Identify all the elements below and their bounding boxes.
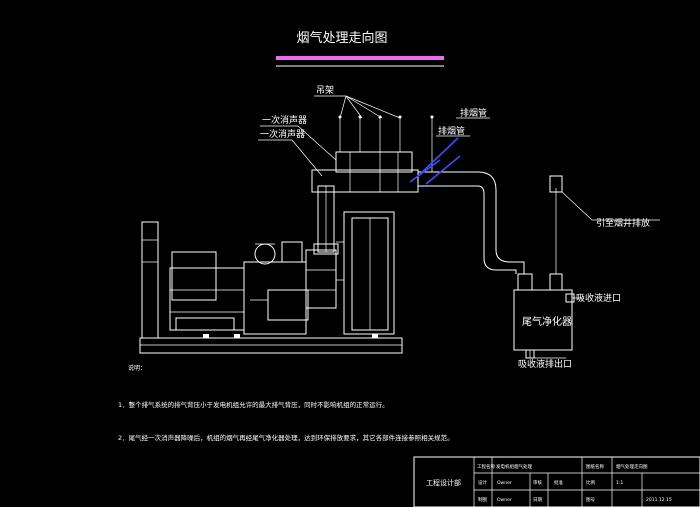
label-to-shaft: 引至烟井排放: [596, 217, 650, 229]
pipe-highlight: [409, 137, 461, 185]
label-muffler-2: 一次消声器: [260, 128, 305, 140]
drawing-title: 烟气处理走向图: [296, 30, 387, 46]
tb-r2-c1: 设计: [478, 479, 487, 486]
title-underline-bar: [276, 56, 444, 60]
tb-r3-c1: 制图: [478, 496, 487, 503]
exhaust-pipe: [418, 171, 525, 274]
tb-r1-c4: 烟气处理走向图: [616, 463, 648, 470]
skid-base: [139, 337, 403, 354]
muffler-upper: [335, 151, 413, 173]
title-block: [413, 456, 700, 507]
label-hanger: 吊架: [316, 85, 334, 96]
flywheel: [254, 243, 276, 265]
chimney-outlet: [549, 175, 563, 193]
tb-r1-c1: 工程名称: [477, 463, 495, 470]
tb-r3-c5: 图号: [586, 497, 595, 503]
tb-r1-c3: 图纸名称: [586, 463, 604, 470]
title-block-company: 工程设计部: [426, 478, 461, 487]
notes-heading: 说明：: [128, 364, 146, 372]
label-absorbent-in: 吸收液进口: [576, 292, 621, 304]
label-exhaust-pipe-2: 排烟管: [438, 125, 465, 137]
tb-r2-c3: 审核: [533, 479, 542, 486]
label-purifier: 尾气净化器: [522, 315, 572, 328]
notes-item-1: 1．整个排气系统的排气背压小于发电机组允许的最大排气背压，同时不影响机组的正常运…: [118, 400, 389, 409]
tb-r2-c4: 批准: [554, 479, 563, 486]
engine-block: [243, 261, 307, 335]
exhaust-purifier: [513, 175, 575, 359]
label-exhaust-pipe-1: 排烟管: [460, 107, 487, 119]
tb-r2-c2: Owner: [497, 480, 512, 486]
control-cabinet: [141, 221, 159, 339]
tb-r2-c5: 比例: [586, 479, 595, 486]
mufflers: [311, 151, 419, 193]
leader-lines: [258, 95, 660, 359]
radiator: [343, 211, 395, 335]
tb-r3-c2: Owner: [497, 497, 512, 503]
alternator: [171, 251, 217, 301]
tb-r2-c6: 1:1: [616, 480, 623, 486]
label-muffler-1: 一次消声器: [262, 114, 307, 126]
generator-set: [139, 211, 403, 354]
muffler-lower: [311, 169, 419, 193]
exhaust-riser: [313, 185, 339, 255]
label-absorbent-out: 吸收液排出口: [518, 358, 572, 370]
notes-item-2: 2．尾气经一次消声器降噪后，机组的烟气再经尾气净化器处理，达到环保排放要求，其它…: [118, 433, 454, 442]
tb-r3-c3: 日期: [533, 497, 542, 503]
tb-r1-c2: 发电机组烟气处理: [496, 463, 532, 470]
tb-r3-c6: 2011.12.15: [646, 497, 672, 503]
hanger-rods: [338, 115, 434, 172]
